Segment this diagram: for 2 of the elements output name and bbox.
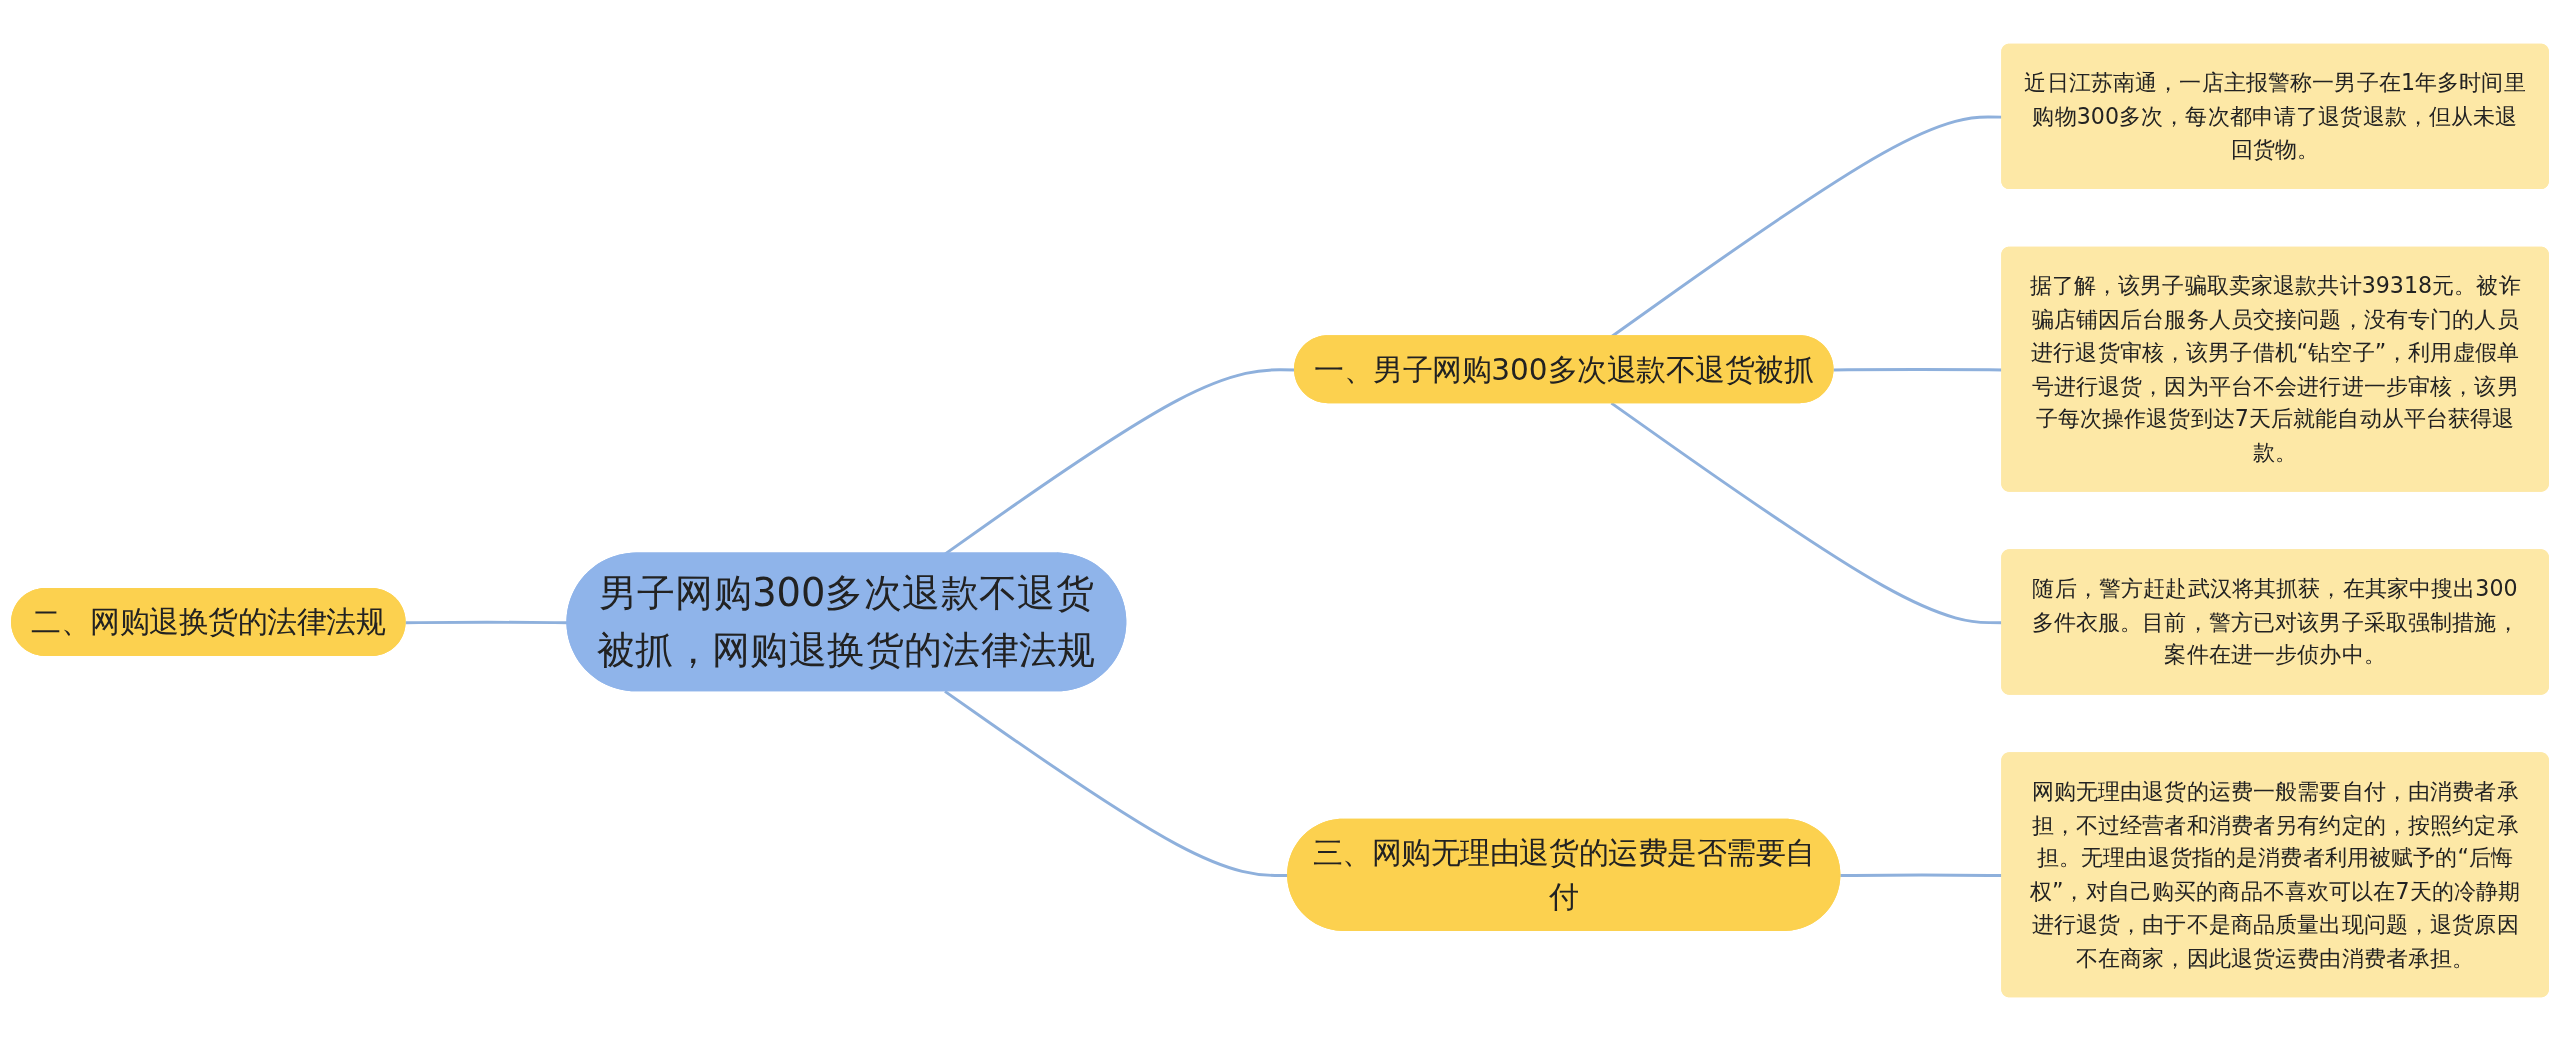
- connector: [405, 620, 568, 625]
- connector: [944, 690, 1289, 877]
